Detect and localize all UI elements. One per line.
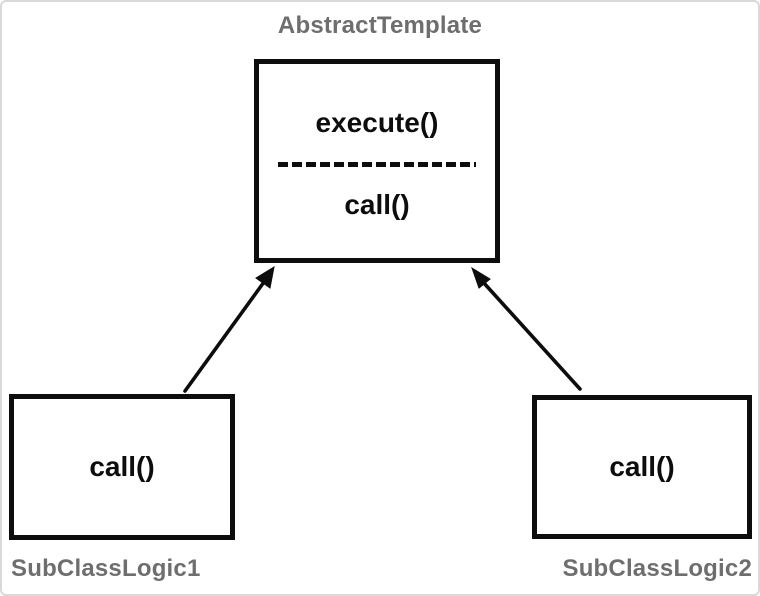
subclass1-box: call() bbox=[9, 394, 235, 540]
subclass1-label: SubClassLogic1 bbox=[11, 555, 201, 582]
dashed-divider bbox=[278, 162, 476, 167]
arrow-subclasslogic1-to-abstracttemplate bbox=[183, 265, 275, 393]
abstract-class-box: execute() call() bbox=[254, 59, 500, 263]
abstract-method-execute: execute() bbox=[315, 107, 439, 138]
abstract-method-call: call() bbox=[344, 189, 410, 220]
abstract-class-label: AbstractTemplate bbox=[277, 12, 483, 39]
subclass2-method-call: call() bbox=[609, 451, 675, 482]
subclass2-label: SubClassLogic2 bbox=[562, 555, 752, 582]
arrow-subclasslogic2-to-abstracttemplate bbox=[471, 266, 582, 391]
subclass1-method-call: call() bbox=[89, 451, 155, 482]
subclass2-box: call() bbox=[532, 395, 752, 539]
